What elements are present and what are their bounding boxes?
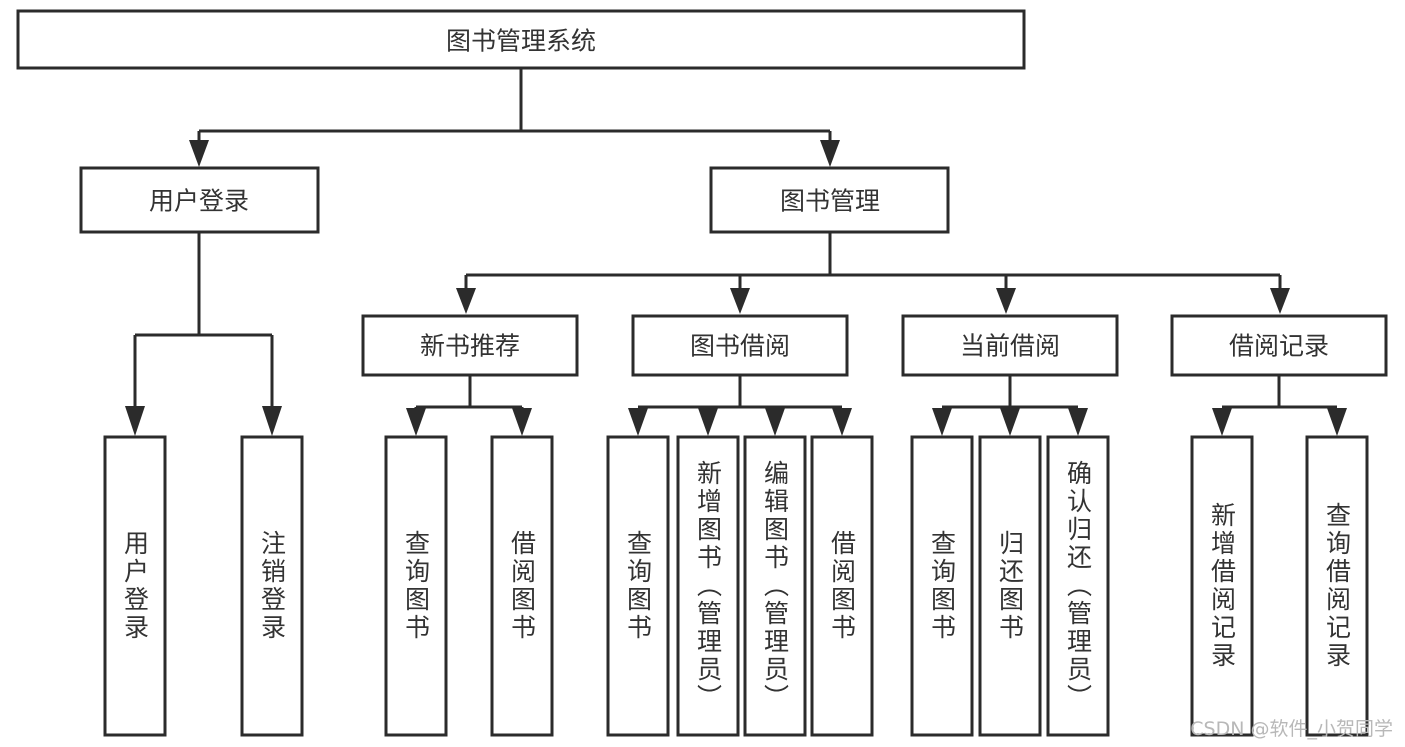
node-root[interactable]: 图书管理系统 (16, 9, 1026, 70)
node-leaf-add-record-label: 新增借阅记录 (1208, 502, 1237, 670)
connector-currentborrow-to-leaves (932, 375, 1088, 436)
node-leaf-query-book-1-box[interactable] (384, 435, 448, 737)
node-leaf-edit-book-label: 编辑图书（管理员） (761, 460, 790, 712)
node-user-login-box[interactable] (79, 166, 320, 234)
node-leaf-query-book-3-box[interactable] (910, 435, 974, 737)
node-leaf-add-book-label: 新增图书（管理员） (694, 460, 723, 712)
node-new-book-recommend[interactable]: 新书推荐 (361, 314, 579, 377)
node-book-borrow[interactable]: 图书借阅 (631, 314, 849, 377)
node-leaf-user-login-label: 用户登录 (121, 530, 150, 642)
connector-borrowrecord-to-leaves (1212, 375, 1347, 436)
node-leaf-user-login[interactable]: 用户登录 (103, 435, 167, 737)
node-leaf-edit-book[interactable]: 编辑图书（管理员） (743, 435, 807, 737)
arrow-head-current-borrow (996, 288, 1016, 314)
node-borrow-record-box[interactable] (1170, 314, 1388, 377)
node-leaf-confirm-return[interactable]: 确认归还（管理员） (1046, 435, 1110, 737)
node-leaf-query-book-2-box[interactable] (606, 435, 670, 737)
node-book-borrow-box[interactable] (631, 314, 849, 377)
node-leaf-borrow-book-1-box[interactable] (490, 435, 554, 737)
node-root-box[interactable] (16, 9, 1026, 70)
node-leaf-return-book-label: 归还图书 (996, 530, 1025, 642)
node-leaf-add-record-box[interactable] (1190, 435, 1254, 737)
node-book-management[interactable]: 图书管理 (709, 166, 950, 234)
node-leaf-borrow-book-1[interactable]: 借阅图书 (490, 435, 554, 737)
node-leaf-add-book[interactable]: 新增图书（管理员） (676, 435, 740, 737)
node-leaf-user-login-box[interactable] (103, 435, 167, 737)
arrow-head-leaf-edit-book (765, 408, 785, 436)
node-borrow-record[interactable]: 借阅记录 (1170, 314, 1388, 377)
node-leaf-query-record-label: 查询借阅记录 (1323, 502, 1352, 670)
node-leaf-add-book-box[interactable] (676, 435, 740, 737)
node-leaf-query-book-3-label: 查询图书 (928, 530, 957, 642)
arrow-head-leaf-add-record (1212, 408, 1232, 436)
node-current-borrow-label: 当前借阅 (960, 332, 1060, 361)
node-leaf-query-book-2[interactable]: 查询图书 (606, 435, 670, 737)
node-leaf-edit-book-box[interactable] (743, 435, 807, 737)
arrow-head-borrow-record (1270, 288, 1290, 314)
node-book-management-label: 图书管理 (780, 187, 880, 216)
node-leaf-borrow-book-2-box[interactable] (810, 435, 874, 737)
node-root-label: 图书管理系统 (446, 27, 596, 56)
node-leaf-borrow-book-2[interactable]: 借阅图书 (810, 435, 874, 737)
connector-root-to-level2 (189, 68, 840, 167)
arrow-head-book-management (820, 140, 840, 167)
node-leaf-borrow-book-1-label: 借阅图书 (508, 530, 537, 642)
node-leaf-query-book-1[interactable]: 查询图书 (384, 435, 448, 737)
arrow-head-leaf-add-book (698, 408, 718, 436)
node-leaf-user-logout[interactable]: 注销登录 (240, 435, 304, 737)
arrow-head-leaf-query-book-3 (932, 408, 952, 436)
node-borrow-record-label: 借阅记录 (1229, 332, 1329, 361)
arrow-head-leaf-query-record (1327, 408, 1347, 436)
node-book-borrow-label: 图书借阅 (690, 332, 790, 361)
node-leaf-query-book-3[interactable]: 查询图书 (910, 435, 974, 737)
node-leaf-query-record[interactable]: 查询借阅记录 (1305, 435, 1369, 737)
node-leaf-confirm-return-label: 确认归还（管理员） (1064, 460, 1093, 712)
node-new-book-recommend-label: 新书推荐 (420, 332, 520, 361)
arrow-head-leaf-borrow-book-2 (832, 408, 852, 436)
node-book-management-box[interactable] (709, 166, 950, 234)
node-new-book-recommend-box[interactable] (361, 314, 579, 377)
node-leaf-return-book[interactable]: 归还图书 (978, 435, 1042, 737)
arrow-head-leaf-confirm-return (1068, 408, 1088, 436)
node-leaf-query-book-2-label: 查询图书 (624, 530, 653, 642)
node-user-login-label: 用户登录 (149, 187, 249, 216)
arrow-head-leaf-return-book (1000, 408, 1020, 436)
arrow-head-leaf-query-book-2 (628, 408, 648, 436)
node-leaf-confirm-return-box[interactable] (1046, 435, 1110, 737)
node-current-borrow[interactable]: 当前借阅 (901, 314, 1119, 377)
arrow-head-leaf-user-logout (262, 406, 282, 436)
node-user-login[interactable]: 用户登录 (79, 166, 320, 234)
node-leaf-query-book-1-label: 查询图书 (402, 530, 431, 642)
connector-newbook-to-leaves (406, 375, 532, 436)
node-leaf-add-record[interactable]: 新增借阅记录 (1190, 435, 1254, 737)
connector-userlogin-to-leaves (125, 232, 282, 436)
arrow-head-user-login (189, 140, 209, 167)
node-current-borrow-box[interactable] (901, 314, 1119, 377)
arrow-head-new-book-recommend (456, 288, 476, 314)
arrow-head-book-borrow (730, 288, 750, 314)
arrow-head-leaf-user-login (125, 406, 145, 436)
arrow-head-leaf-query-book-1 (406, 408, 426, 436)
node-leaf-return-book-box[interactable] (978, 435, 1042, 737)
node-leaf-query-record-box[interactable] (1305, 435, 1369, 737)
node-leaf-borrow-book-2-label: 借阅图书 (828, 530, 857, 642)
arrow-head-leaf-borrow-book-1 (512, 408, 532, 436)
node-leaf-user-logout-label: 注销登录 (258, 530, 287, 642)
connector-bookmgmt-to-level3 (456, 232, 1290, 314)
connector-bookborrow-to-leaves (628, 375, 852, 436)
node-leaf-user-logout-box[interactable] (240, 435, 304, 737)
